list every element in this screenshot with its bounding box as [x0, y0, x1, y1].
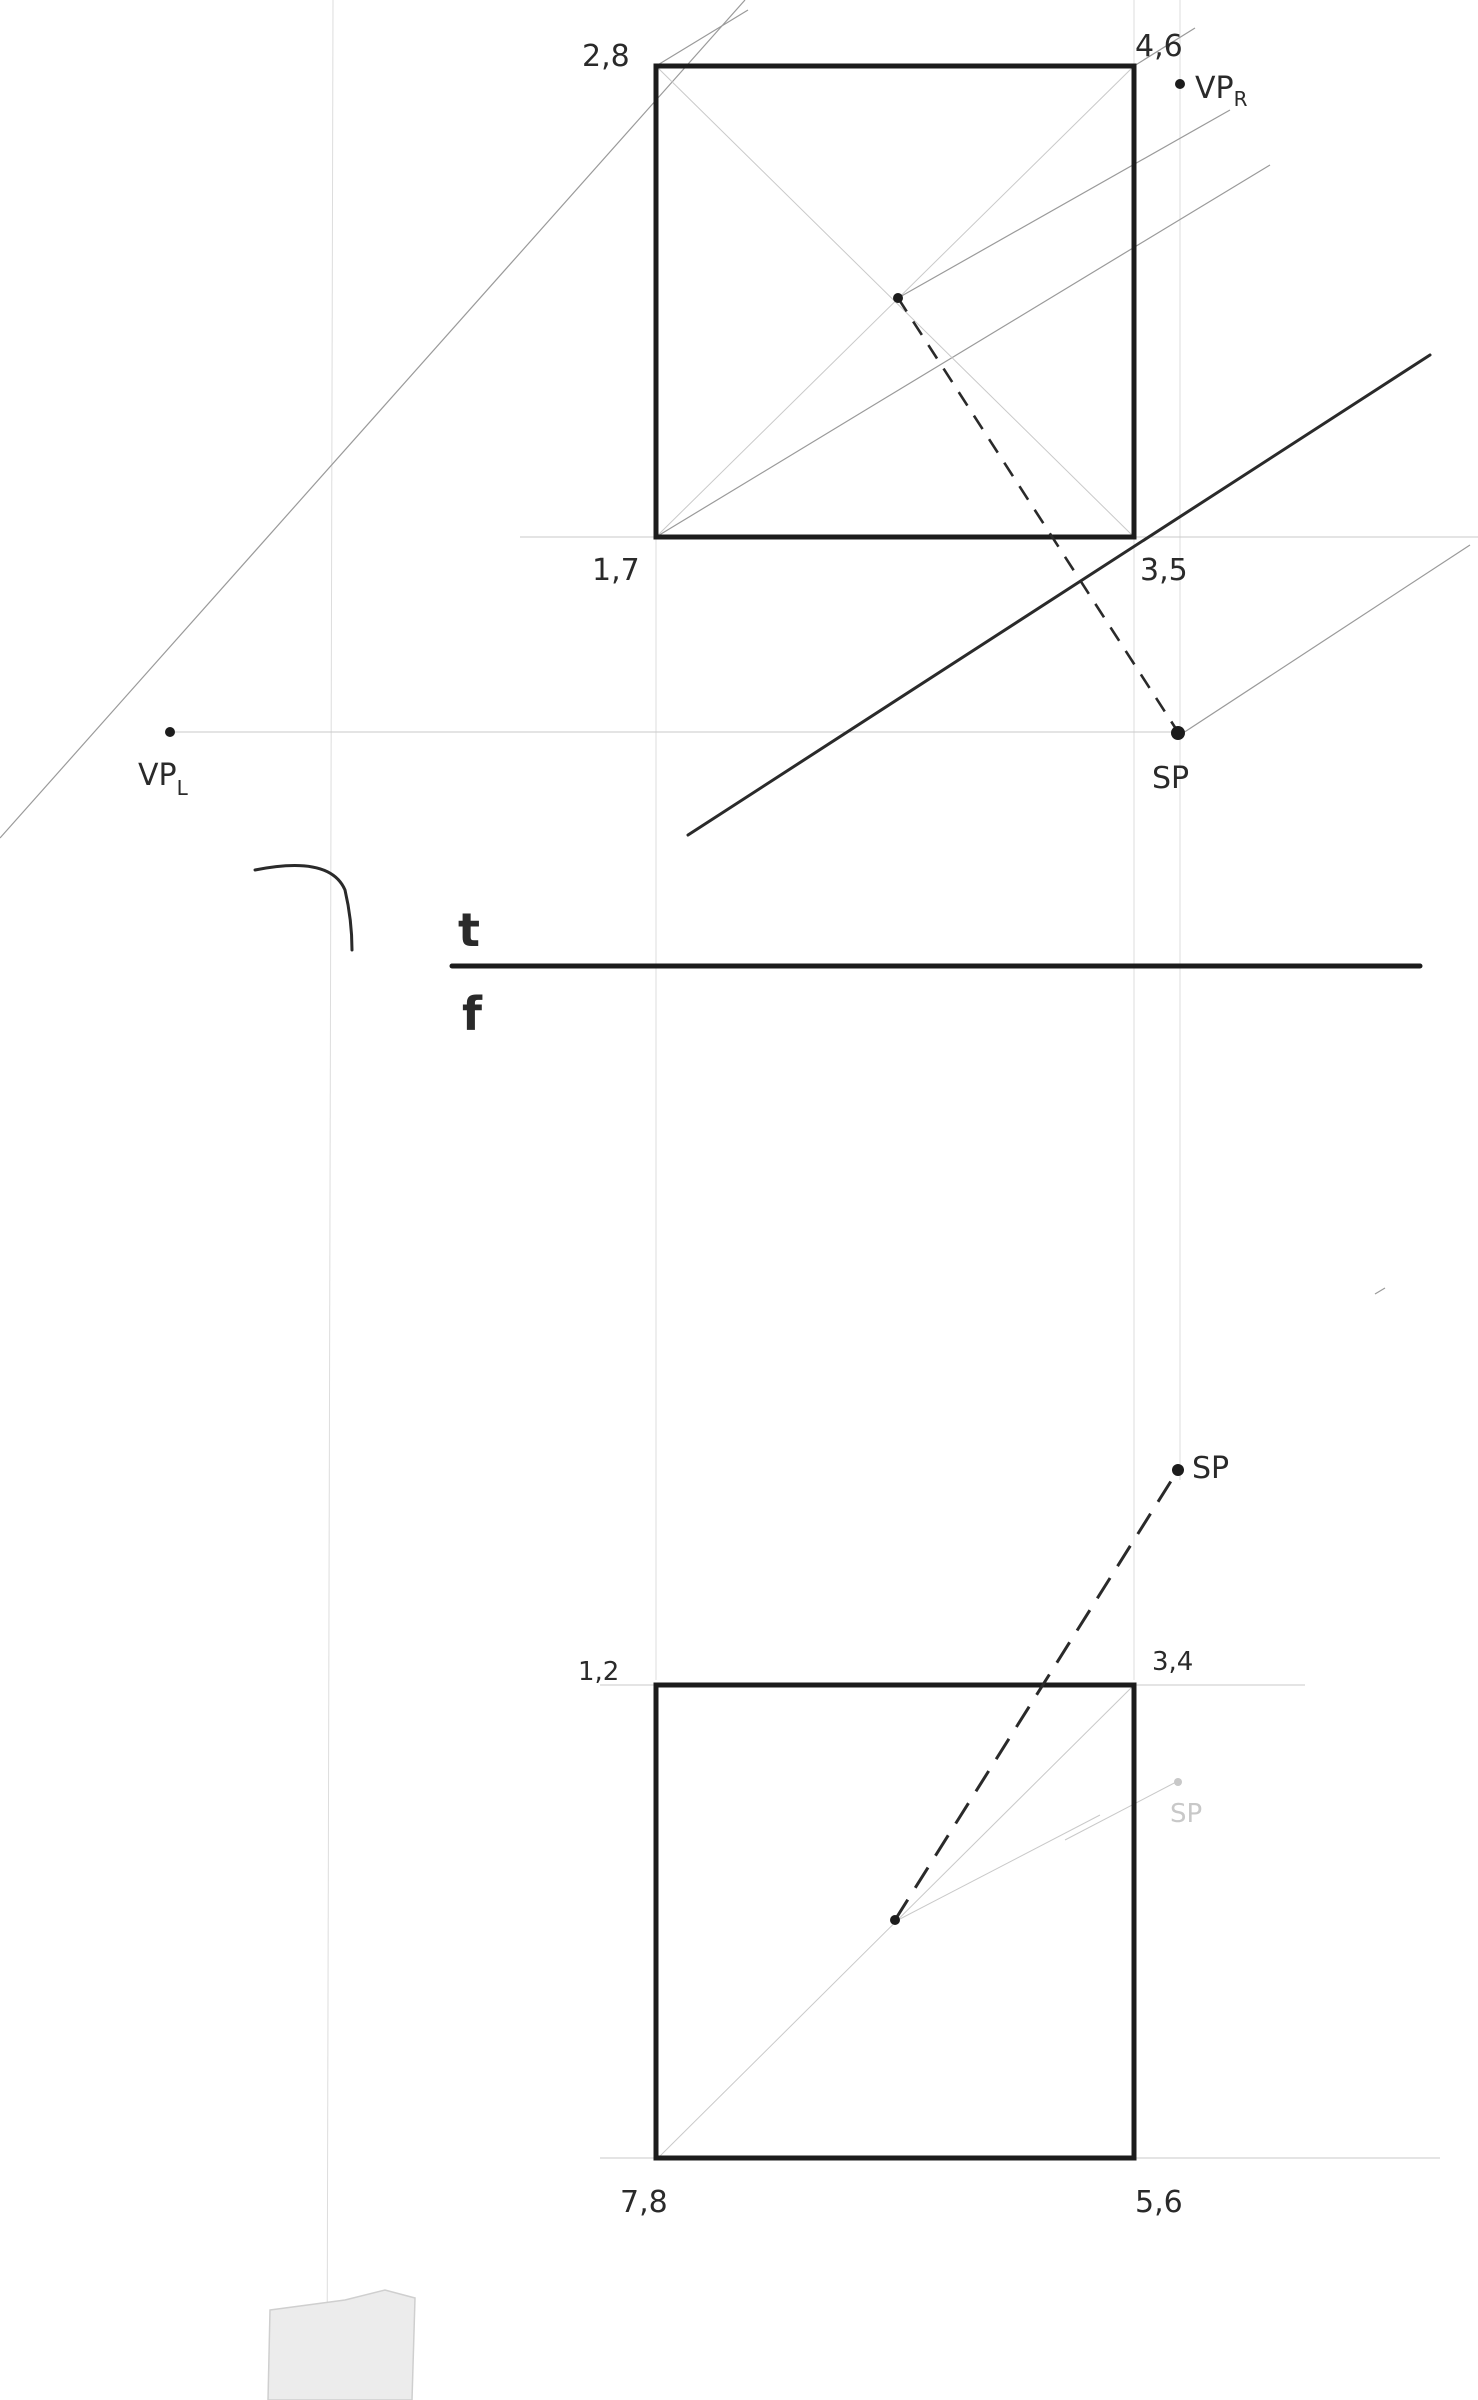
- label-5-6: 5,6: [1135, 2185, 1183, 2220]
- ground-line-group: t f: [449, 903, 1423, 1041]
- station-point-faint: [1174, 1778, 1182, 1786]
- diagonal-top-right-corner: [1133, 27, 1196, 67]
- front-sp-faint-ray-2: [1064, 1779, 1181, 1841]
- label-vp-left-sub: L: [177, 776, 189, 800]
- front-view: 1,2 3,4 7,8 5,6 SP SP: [578, 1451, 1229, 2220]
- label-2-8: 2,8: [582, 39, 630, 74]
- front-view-square: [653, 1682, 1137, 2161]
- label-3-5: 3,5: [1140, 553, 1188, 588]
- sight-line-dashed: [896, 297, 1180, 733]
- diagonal-to-vp-left: [0, 0, 746, 839]
- label-1-7: 1,7: [592, 553, 640, 588]
- tape-piece: [267, 2289, 416, 2400]
- label-sp-faint: SP: [1170, 1799, 1202, 1829]
- label-f: f: [462, 987, 483, 1041]
- station-point-front: [1172, 1464, 1184, 1476]
- diagonal-center-to-vpr: [897, 109, 1231, 299]
- curved-pencil-mark: [253, 864, 354, 952]
- top-view-square: [653, 63, 1137, 540]
- picture-plane-line: [686, 353, 1432, 837]
- front-center-point: [890, 1915, 900, 1925]
- label-vp-right-main: VP: [1195, 71, 1234, 106]
- label-sp-front: SP: [1192, 1451, 1229, 1486]
- label-t: t: [458, 903, 480, 957]
- vp-left-point: [165, 727, 175, 737]
- label-sp-top: SP: [1152, 761, 1189, 796]
- vp-right-point: [1175, 79, 1185, 89]
- label-1-2: 1,2: [578, 1657, 619, 1687]
- vertical-guide-left: [326, 0, 334, 2400]
- label-4-6: 4,6: [1135, 29, 1183, 64]
- front-sp-faint-ray: [897, 1814, 1101, 1921]
- label-7-8: 7,8: [620, 2185, 668, 2220]
- top-view: 2,8 4,6 VPR 1,7 3,5 VPL SP: [138, 29, 1432, 837]
- station-point-top: [1171, 726, 1185, 740]
- label-vp-left: VPL: [138, 758, 189, 800]
- label-vp-right-sub: R: [1234, 87, 1248, 111]
- label-3-4: 3,4: [1152, 1647, 1193, 1677]
- label-vp-right: VPR: [1195, 71, 1248, 111]
- diagonal-top-left-corner: [655, 9, 749, 67]
- sight-line-front-dashed: [893, 1469, 1180, 1921]
- label-vp-left-main: VP: [138, 758, 177, 793]
- stray-mark: [1374, 1287, 1386, 1295]
- diagonal-bottom-left-to-vpr: [655, 164, 1271, 538]
- diagonal-sp-parallel: [1179, 544, 1471, 736]
- center-point: [893, 293, 903, 303]
